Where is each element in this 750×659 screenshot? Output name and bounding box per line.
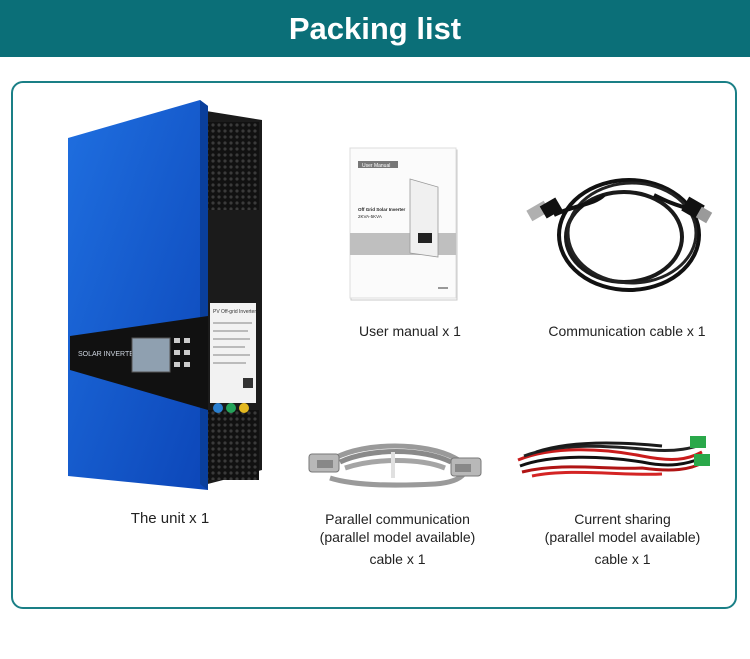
page-title: Packing list xyxy=(288,11,462,46)
parallel-cable-line2: (parallel model available) xyxy=(319,529,476,545)
current-cable-caption: Current sharing (parallel model availabl… xyxy=(525,510,720,568)
communication-cable-image xyxy=(524,165,714,305)
parallel-cable-line3: cable x 1 xyxy=(369,551,426,567)
sticker-title-text: PV Off-grid Inverter xyxy=(213,309,256,315)
inverter-unit-image: PV Off-grid Inverter SOLAR INVERTER xyxy=(60,98,270,490)
packing-list-panel xyxy=(11,81,737,609)
current-cable-line3: cable x 1 xyxy=(594,551,651,567)
comm-cable-caption: Communication cable x 1 xyxy=(548,323,706,339)
parallel-cable-image xyxy=(305,438,485,490)
parallel-cable-caption: Parallel communication (parallel model a… xyxy=(300,510,495,568)
parallel-cable-line1: Parallel communication xyxy=(325,511,470,527)
unit-caption: The unit x 1 xyxy=(130,510,210,527)
header-bar: Packing list xyxy=(0,0,750,57)
current-cable-line1: Current sharing xyxy=(574,511,671,527)
manual-title-text: Off Grid Solar Inverter xyxy=(358,207,406,212)
manual-subtitle-text: 2KVA-5KVA xyxy=(358,214,382,219)
manual-tag-text: User Manual xyxy=(362,163,390,169)
manual-caption: User manual x 1 xyxy=(359,323,461,339)
current-cable-line2: (parallel model available) xyxy=(544,529,701,545)
user-manual-image: User Manual Off Grid Solar Inverter 2KVA… xyxy=(348,147,460,303)
front-label-text: SOLAR INVERTER xyxy=(78,351,139,358)
current-sharing-cable-image xyxy=(512,432,717,490)
